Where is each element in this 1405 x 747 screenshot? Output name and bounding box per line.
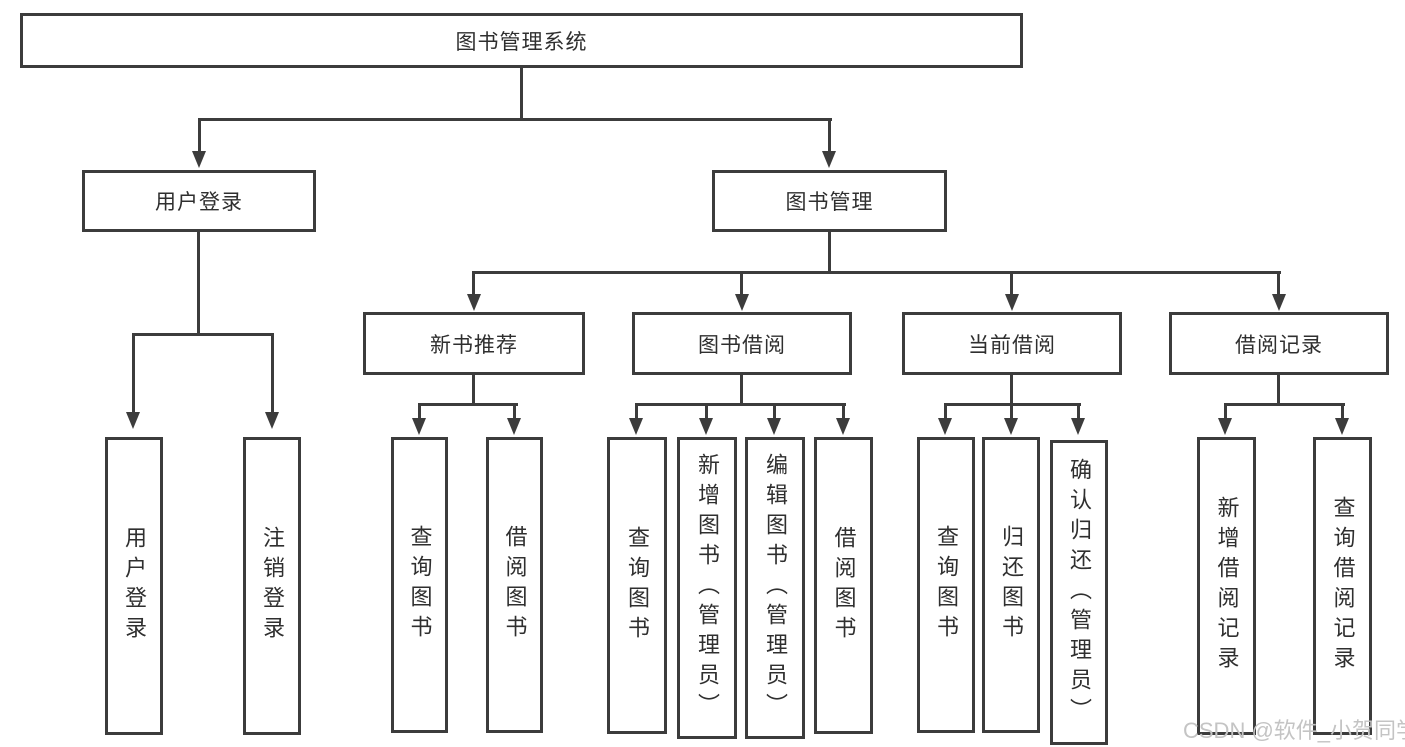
node-current-borrow-label: 当前借阅	[968, 333, 1056, 357]
node-root-label: 图书管理系统	[455, 30, 588, 54]
arrow-down-icon	[1071, 418, 1085, 435]
connector-rail	[1225, 403, 1345, 406]
leaf-query-borrow-record: 查询借阅记录	[1313, 437, 1372, 735]
arrow-down-icon	[629, 418, 643, 435]
leaf-label: 新增图书（管理员）	[695, 453, 720, 723]
arrow-down-icon	[1005, 294, 1019, 311]
arrow-down-icon	[467, 294, 481, 311]
node-new-book-recommend-label: 新书推荐	[430, 333, 518, 357]
connector-rail	[419, 403, 518, 406]
leaf-label: 用户登录	[122, 526, 147, 646]
node-book-borrow-label: 图书借阅	[698, 333, 786, 357]
connector-drop	[1010, 403, 1013, 418]
arrow-down-icon	[836, 418, 850, 435]
leaf-label: 查询图书	[934, 525, 959, 645]
arrow-down-icon	[699, 418, 713, 435]
arrow-down-icon	[265, 412, 279, 429]
connector-drop	[271, 333, 274, 412]
connector-stem	[472, 375, 475, 406]
node-book-management: 图书管理	[712, 170, 947, 232]
connector-book-mgmt-drop	[828, 118, 831, 152]
connector-drop	[132, 333, 135, 412]
leaf-query-books: 查询图书	[917, 437, 975, 733]
arrow-down-icon	[767, 418, 781, 435]
leaf-confirm-return-admin: 确认归还（管理员）	[1050, 440, 1108, 745]
node-book-borrow: 图书借阅	[632, 312, 852, 375]
leaf-logout: 注销登录	[243, 437, 301, 735]
leaf-add-books-admin: 新增图书（管理员）	[677, 437, 737, 739]
connector-stem	[1277, 375, 1280, 406]
connector-stem	[1010, 375, 1013, 406]
leaf-label: 查询图书	[625, 525, 650, 646]
leaf-label: 查询图书	[407, 525, 433, 645]
arrow-down-icon	[735, 294, 749, 311]
leaf-borrow-books: 借阅图书	[486, 437, 543, 733]
node-book-management-label: 图书管理	[785, 191, 874, 214]
leaf-add-borrow-record: 新增借阅记录	[1197, 437, 1256, 735]
leaf-label: 查询借阅记录	[1330, 496, 1356, 676]
arrow-down-icon	[1335, 418, 1349, 435]
connector-drop	[705, 403, 708, 418]
arrow-down-icon	[822, 151, 836, 168]
leaf-label: 编辑图书（管理员）	[763, 453, 788, 723]
node-root: 图书管理系统	[20, 13, 1023, 68]
node-current-borrow: 当前借阅	[902, 312, 1122, 375]
connector-drop	[1277, 271, 1280, 295]
connector-drop	[472, 271, 475, 295]
connector-drop	[1077, 403, 1080, 418]
node-user-login-label: 用户登录	[155, 191, 243, 214]
leaf-user-login: 用户登录	[105, 437, 163, 735]
connector-user-login-rail	[133, 333, 274, 336]
leaf-label: 借阅图书	[831, 525, 857, 646]
node-borrow-records: 借阅记录	[1169, 312, 1389, 375]
arrow-down-icon	[1218, 418, 1232, 435]
connector-drop	[513, 403, 516, 418]
arrow-down-icon	[507, 418, 521, 435]
leaf-label: 确认归还（管理员）	[1067, 457, 1092, 728]
connector-root-stem	[520, 68, 523, 119]
leaf-label: 注销登录	[260, 526, 285, 646]
node-borrow-records-label: 借阅记录	[1235, 333, 1323, 357]
connector-user-login-drop	[198, 118, 201, 152]
leaf-borrow-books: 借阅图书	[814, 437, 873, 734]
leaf-label: 借阅图书	[502, 525, 528, 645]
connector-drop	[842, 403, 845, 418]
connector-drop	[944, 403, 947, 418]
connector-level3-rail	[473, 271, 1281, 274]
watermark-text: CSDN @软件_小贺同学	[1183, 718, 1405, 743]
connector-level2-rail	[198, 118, 832, 121]
connector-drop	[740, 271, 743, 295]
connector-drop	[773, 403, 776, 418]
arrow-down-icon	[938, 418, 952, 435]
arrow-down-icon	[412, 418, 426, 435]
node-new-book-recommend: 新书推荐	[363, 312, 585, 375]
arrow-down-icon	[1004, 418, 1018, 435]
leaf-label: 归还图书	[999, 525, 1024, 645]
leaf-query-books: 查询图书	[391, 437, 448, 733]
connector-drop	[635, 403, 638, 418]
leaf-query-books: 查询图书	[607, 437, 667, 734]
connector-drop	[1224, 403, 1227, 418]
arrow-down-icon	[192, 151, 206, 168]
leaf-return-books: 归还图书	[982, 437, 1040, 733]
connector-rail	[636, 403, 846, 406]
leaf-label: 新增借阅记录	[1214, 496, 1240, 676]
arrow-down-icon	[1272, 294, 1286, 311]
connector-stem	[740, 375, 743, 406]
connector-drop	[418, 403, 421, 418]
leaf-edit-books-admin: 编辑图书（管理员）	[745, 437, 805, 739]
connector-user-login-stem	[197, 232, 200, 336]
arrow-down-icon	[126, 412, 140, 429]
connector-rail	[945, 403, 1081, 406]
connector-drop	[1010, 271, 1013, 295]
connector-drop	[1341, 403, 1344, 418]
connector-book-mgmt-stem	[828, 232, 831, 274]
node-user-login: 用户登录	[82, 170, 316, 232]
